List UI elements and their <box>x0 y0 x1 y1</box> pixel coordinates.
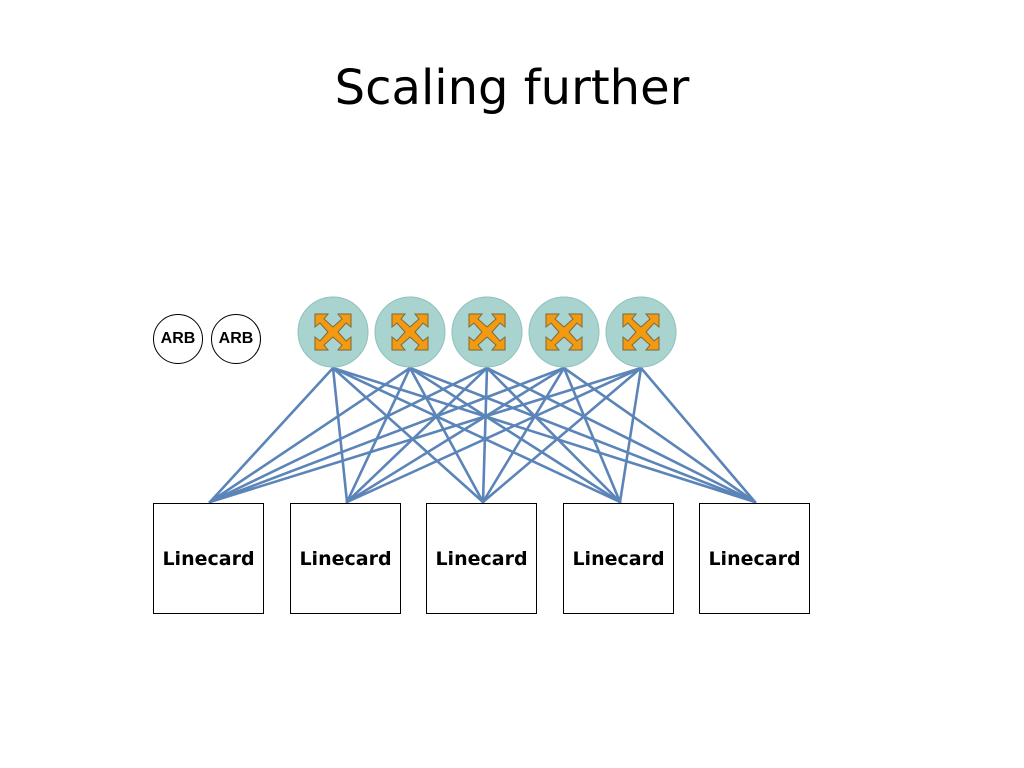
fabric-link <box>208 366 489 504</box>
crossbar-switch-icon <box>545 313 583 351</box>
fabric-link <box>331 366 757 504</box>
fabric-link <box>481 366 489 504</box>
crossbar-switch-icon <box>391 313 429 351</box>
fabric-links <box>208 366 757 504</box>
fabric-link <box>208 366 566 504</box>
linecard-box: Linecard <box>426 503 537 614</box>
linecard-box: Linecard <box>563 503 674 614</box>
switch-node <box>605 296 677 368</box>
crossbar-switch-icon <box>468 313 506 351</box>
linecard-box: Linecard <box>153 503 264 614</box>
fabric-link <box>485 366 622 504</box>
fabric-link <box>562 366 757 504</box>
fabric-link <box>481 366 643 504</box>
fabric-link <box>408 366 622 504</box>
arbiter-node: ARB <box>211 314 261 364</box>
arbiter-node: ARB <box>153 314 203 364</box>
switch-node <box>374 296 446 368</box>
fabric-link <box>331 366 485 504</box>
fabric-link <box>208 366 335 504</box>
fabric-link <box>345 366 412 504</box>
fabric-link <box>208 366 643 504</box>
fabric-link <box>639 366 757 504</box>
crossbar-switches <box>297 296 677 368</box>
switch-node <box>528 296 600 368</box>
fabric-link <box>408 366 757 504</box>
fabric-link <box>408 366 485 504</box>
crossbar-switch-icon <box>622 313 660 351</box>
fabric-link <box>331 366 349 504</box>
fabric-link <box>345 366 643 504</box>
fabric-link <box>345 366 489 504</box>
switch-node <box>451 296 523 368</box>
linecard-box: Linecard <box>699 503 810 614</box>
slide-title: Scaling further <box>334 60 690 116</box>
fabric-link <box>331 366 622 504</box>
fabric-link <box>618 366 643 504</box>
fabric-link <box>481 366 566 504</box>
linecard-box: Linecard <box>290 503 401 614</box>
fabric-link <box>485 366 757 504</box>
switch-node <box>297 296 369 368</box>
fabric-link <box>345 366 566 504</box>
crossbar-switch-icon <box>314 313 352 351</box>
fabric-link <box>208 366 412 504</box>
